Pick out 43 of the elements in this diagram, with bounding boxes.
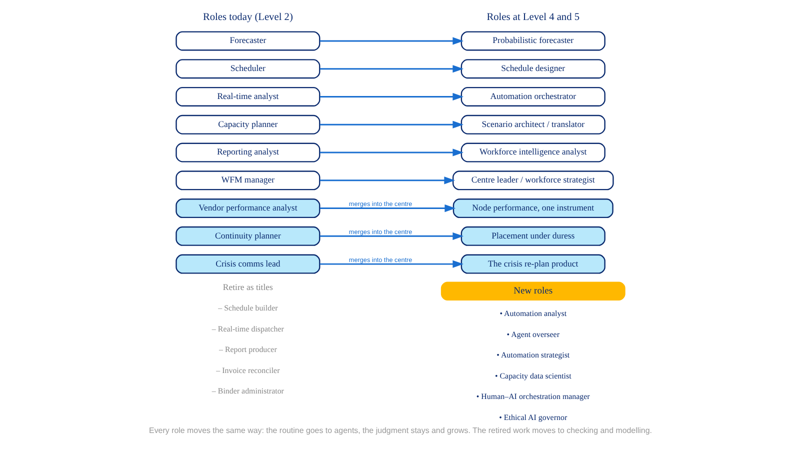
caption: Every role moves the same way: the routine goes to agents, the judgment stays and grows. The retired work moves to checking and modelling. xyxy=(148,426,652,435)
label: • Agent overseer xyxy=(506,330,559,339)
node-box: Continuity planner xyxy=(175,226,320,246)
node-box: Probabilistic forecaster xyxy=(460,31,605,51)
arrow xyxy=(319,204,456,212)
node-box: Scenario architect / translator xyxy=(460,114,605,134)
arrow xyxy=(319,37,464,45)
node-box: Real-time analyst xyxy=(175,86,320,106)
node-box: Node performance, one instrument xyxy=(452,198,613,218)
label: • Ethical AI governor xyxy=(498,412,567,422)
label: • Capacity data scientist xyxy=(494,371,571,380)
label: • Automation strategist xyxy=(496,350,570,360)
node-box: Capacity planner xyxy=(175,114,320,134)
label: Roles today (Level 2) xyxy=(202,12,292,23)
node-box: Scheduler xyxy=(175,59,320,79)
arrow xyxy=(319,176,455,184)
arrow xyxy=(319,92,464,101)
node-box: WFM manager xyxy=(175,170,320,190)
arrow xyxy=(319,148,464,156)
arrow xyxy=(319,120,464,128)
node-box: Placement under duress xyxy=(460,226,605,246)
label: – Real-time dispatcher xyxy=(211,324,284,334)
node-box: Workforce intelligence analyst xyxy=(460,142,605,162)
label: Roles at Level 4 and 5 xyxy=(486,12,580,23)
label: – Binder administrator xyxy=(211,386,284,396)
label: • Human–AI orchestration manager xyxy=(476,392,590,402)
label: • Automation analyst xyxy=(499,309,566,318)
node-box: Crisis comms lead xyxy=(175,254,320,274)
arrow xyxy=(319,65,464,73)
arrow xyxy=(319,260,464,268)
label: Retire as titles xyxy=(222,282,272,292)
node-box: Forecaster xyxy=(175,31,320,51)
label: – Report producer xyxy=(218,345,276,354)
label: – Schedule builder xyxy=(218,304,278,313)
node-box: Automation orchestrator xyxy=(460,86,605,106)
node-box: New roles xyxy=(440,282,625,300)
node-box: Centre leader / workforce strategist xyxy=(452,170,614,190)
arrow xyxy=(319,232,464,240)
label: – Invoice reconciler xyxy=(216,366,280,375)
node-box: The crisis re-plan product xyxy=(460,254,605,274)
node-box: Schedule designer xyxy=(460,59,605,79)
node-box: Vendor performance analyst xyxy=(175,198,320,218)
node-box: Reporting analyst xyxy=(175,142,320,162)
